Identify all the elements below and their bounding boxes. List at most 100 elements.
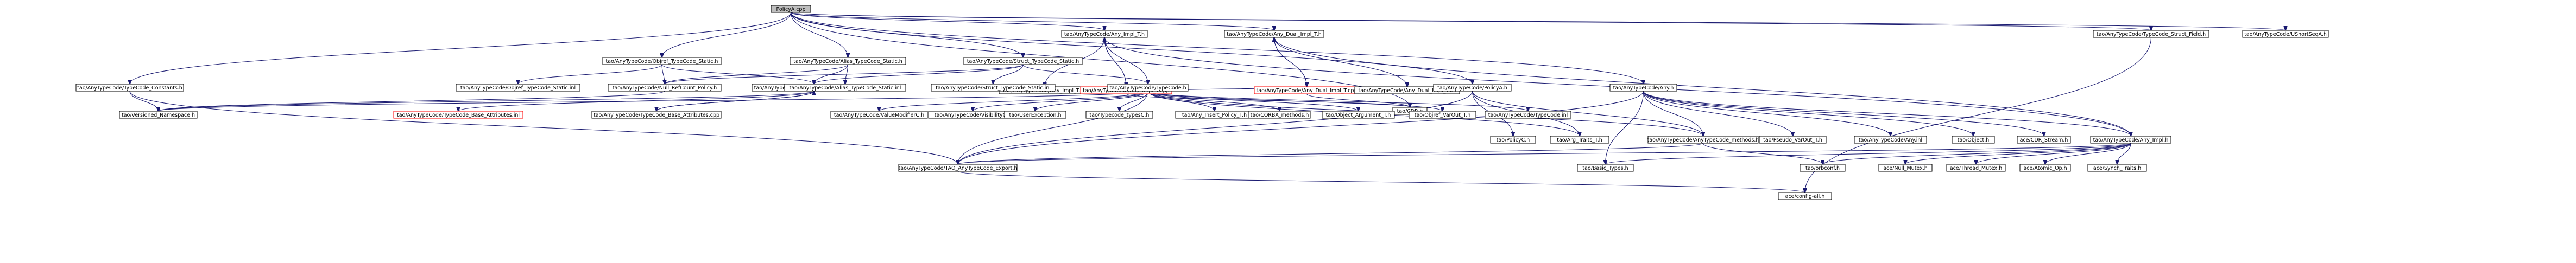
graph-node[interactable]: tao/AnyTypeCode/AnyTypeCode_methods.h [1647,136,1759,144]
graph-node[interactable]: tao/Basic_Types.h [1577,164,1634,172]
graph-node[interactable]: tao/Object.h [1952,136,1995,144]
graph-edge [1104,37,1148,84]
graph-node-box [119,111,198,119]
graph-edge [1643,91,1703,136]
graph-node[interactable]: tao/Versioned_Namespace.h [119,111,198,119]
graph-node[interactable]: tao/AnyTypeCode/Any_Impl_T.h [1061,30,1148,38]
graph-edge [1976,143,2131,164]
graph-node[interactable]: tao/AnyTypeCode/Any_Dual_Impl_T.h [1224,30,1324,38]
graph-node[interactable]: tao/AnyTypeCode/Any_Impl.h [2090,136,2171,144]
graph-node[interactable]: tao/AnyTypeCode/Objref_TypeCode_Static.h [602,57,722,65]
graph-node-box [1946,164,2006,172]
graph-edge [958,91,1473,164]
graph-edge [791,12,848,57]
graph-node-box [1061,30,1148,38]
graph-edge [814,64,1024,84]
graph-node-label: tao/AnyTypeCode/Any.inl [1859,137,1922,143]
graph-node[interactable]: tao/AnyTypeCode/Any_Dual_Impl_T.cpp [1254,86,1360,94]
graph-edge [1643,91,1891,136]
graph-node-box [75,84,184,92]
graph-node[interactable]: tao/AnyTypeCode/Any.h [1609,84,1677,92]
graph-node-box [2093,30,2209,38]
graph-edge [159,91,665,111]
graph-node-box [1800,164,1846,172]
graph-edge [665,64,1024,84]
graph-node-label: ace/Atomic_Op.h [2023,165,2067,171]
graph-node[interactable]: tao/AnyTypeCode/ValueModifierC.h [830,111,928,119]
graph-node[interactable]: tao/AnyTypeCode/TAO_AnyTypeCode_Export.h [898,164,1018,172]
graph-edge [958,143,1703,164]
graph-node-box [2090,136,2171,144]
graph-node[interactable]: tao/Objref_VarOut_T.h [1409,111,1476,119]
graph-edge [791,12,2151,30]
graph-node[interactable]: tao/AnyTypeCode/Alias_TypeCode_Static.h [790,57,906,65]
graph-node-box [1409,111,1476,119]
graph-node[interactable]: tao/AnyTypeCode/TypeCode.inl [1485,111,1571,119]
graph-node-label: tao/AnyTypeCode/TypeCode_Base_Attributes… [397,112,520,118]
graph-node-box [1778,192,1832,200]
graph-edge [656,91,814,112]
graph-edge [791,12,1644,84]
graph-node[interactable]: tao/Any_Insert_Policy_T.h [1175,111,1254,119]
graph-edge [1306,93,1410,107]
graph-edge [1643,91,1793,136]
graph-node[interactable]: tao/AnyTypeCode/TypeCode.h [1107,84,1189,92]
graph-node[interactable]: ace/Thread_Mutex.h [1946,164,2006,172]
graph-edge [958,91,1148,164]
graph-edge [1823,143,2131,164]
graph-node[interactable]: tao/AnyTypeCode/TypeCode_Base_Attributes… [393,111,523,119]
graph-node[interactable]: tao/Arg_Traits_T.h [1550,136,1609,144]
graph-node[interactable]: tao/CORBA_methods.h [1248,111,1311,119]
graph-node-label: tao/AnyTypeCode/TypeCode.inl [1488,112,1568,118]
graph-node-label: tao/AnyTypeCode/Alias_TypeCode_Static.h [793,59,902,65]
graph-node[interactable]: tao/AnyTypeCode/Any.inl [1854,136,1927,144]
graph-edge [958,91,1644,164]
graph-node-label: ace/Null_Mutex.h [1883,165,1928,171]
graph-node-label: tao/Object_Argument_T.h [1326,112,1391,118]
graph-node-label: tao/Any_Insert_Policy_T.h [1182,112,1247,118]
graph-node[interactable]: tao/AnyTypeCode/Alias_TypeCode_Static.in… [784,84,906,92]
graph-edge [1905,143,2131,164]
graph-node-box [1004,111,1066,119]
graph-edge [1643,91,1974,136]
graph-node[interactable]: tao/Object_Argument_T.h [1322,111,1395,119]
graph-node-box [1085,111,1153,119]
graph-node[interactable]: tao/AnyTypeCode/VisibilityC.h [928,111,1018,119]
graph-node-label: tao/UserException.h [1009,112,1061,118]
graph-node-label: tao/AnyTypeCode/TypeCode_Struct_Field.h [2097,31,2206,37]
graph-node[interactable]: ace/Synch_Traits.h [2087,164,2147,172]
graph-node[interactable]: PolicyA.cpp [771,5,811,13]
graph-node-box [1224,30,1324,38]
graph-node[interactable]: tao/Pseudo_VarOut_T.h [1759,136,1827,144]
graph-node[interactable]: tao/orbconf.h [1800,164,1846,172]
graph-edge [791,12,1473,84]
graph-edge [958,143,2131,164]
graph-node-box [2242,30,2329,38]
graph-node[interactable]: tao/AnyTypeCode/UShortSeqA.h [2242,30,2329,38]
graph-node[interactable]: tao/AnyTypeCode/Struct_TypeCode_Static.i… [931,84,1056,92]
graph-node[interactable]: ace/CDR_Stream.h [2017,136,2071,144]
graph-edge [973,91,1148,111]
graph-edge [1606,91,1644,164]
graph-node[interactable]: tao/AnyTypeCode/Struct_TypeCode_Static.h [963,57,1083,65]
graph-node[interactable]: tao/AnyTypeCode/TypeCode_Base_Attributes… [591,111,722,119]
graph-node[interactable]: tao/AnyTypeCode/TypeCode_Struct_Field.h [2093,30,2209,38]
graph-node[interactable]: tao/PolicyC.h [1490,136,1536,144]
graph-node[interactable]: tao/UserException.h [1004,111,1066,119]
graph-edge [791,12,2286,30]
graph-node[interactable]: ace/Atomic_Op.h [2019,164,2071,172]
graph-node-box [1854,136,1927,144]
graph-node[interactable]: ace/Null_Mutex.h [1878,164,1933,172]
graph-node-box [602,57,722,65]
graph-node[interactable]: tao/AnyTypeCode/TypeCode_Constants.h [75,84,184,92]
graph-edge [129,91,958,164]
graph-node[interactable]: tao/Typecode_typesC.h [1085,111,1153,119]
graph-node-label: tao/AnyTypeCode/Any_Impl.h [2093,137,2169,143]
graph-edge [1147,91,1359,111]
graph-node[interactable]: tao/AnyTypeCode/PolicyA.h [1433,84,1512,92]
graph-node[interactable]: ace/config-all.h [1778,192,1832,200]
graph-node[interactable]: tao/AnyTypeCode/Null_RefCount_Policy.h [608,84,722,92]
graph-node[interactable]: tao/AnyTypeCode/Objref_TypeCode_Static.i… [456,84,580,92]
edges-layer [130,12,2285,193]
graph-edge [1274,37,1307,87]
